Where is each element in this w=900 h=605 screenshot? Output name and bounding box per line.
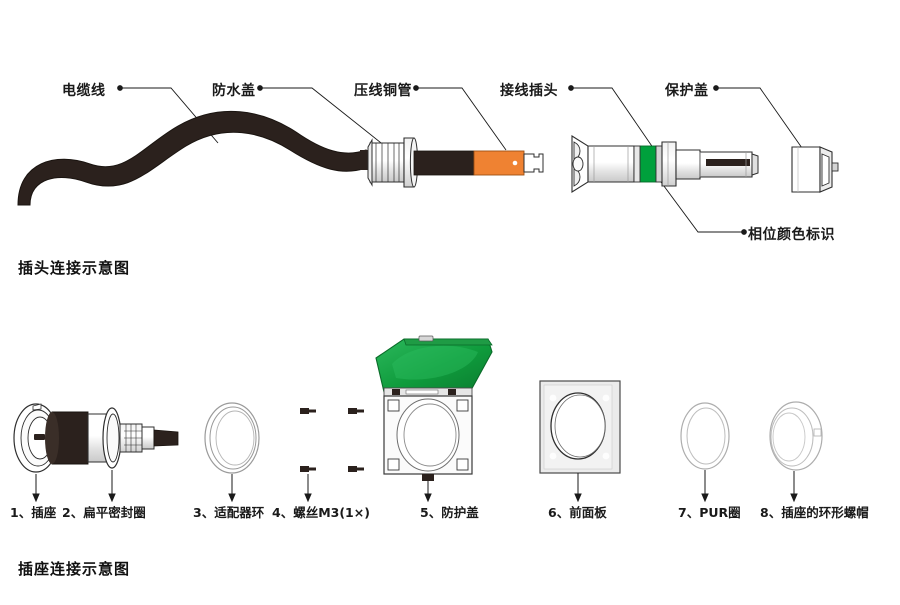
callout-label-waterproof: 防水盖 (212, 83, 256, 99)
cable-segment-mid (413, 150, 475, 176)
callout-label-copper-tube: 压线铜管 (354, 83, 412, 99)
part-label-3: 3、适配器环 (193, 505, 265, 520)
callout-leaders (117, 85, 803, 235)
front-panel (539, 380, 621, 474)
socket-section-heading: 插座连接示意图 (18, 560, 131, 578)
protective-cap (791, 146, 839, 193)
screw (348, 408, 364, 414)
wiring-plug-connector (571, 135, 759, 193)
callout-label-protect-cap: 保护盖 (665, 83, 709, 99)
part-label-5: 5、防护盖 (420, 505, 479, 520)
terminal-blade (523, 153, 544, 173)
part-label-7: 7、PUR圈 (678, 505, 741, 520)
plug-section-heading: 插头连接示意图 (18, 259, 131, 277)
screw (348, 466, 364, 472)
copper-crimp-tube (473, 150, 525, 176)
protective-cover (375, 335, 493, 481)
phase-color-band (639, 145, 657, 183)
pur-ring (680, 402, 730, 470)
part-label-6: 6、前面板 (548, 505, 607, 520)
callout-label-cable: 电缆线 (62, 83, 106, 99)
screw (300, 408, 316, 414)
part-label-8: 8、插座的环形螺帽 (760, 505, 869, 520)
adapter-ring (204, 402, 260, 474)
socket-ring-nut (769, 401, 823, 471)
part-label-2: 2、扁平密封圈 (62, 505, 146, 520)
part-label-1: 1、插座 (10, 505, 57, 520)
callout-label-phase-color: 相位颜色标识 (748, 227, 835, 243)
waterproof-gland (367, 137, 419, 188)
screw (300, 466, 316, 472)
m3-screws (300, 408, 364, 472)
cable-body (17, 110, 382, 206)
part-arrows (32, 470, 798, 503)
part-label-4: 4、螺丝M3(1×) (272, 505, 370, 520)
socket-assembly (13, 403, 179, 473)
callout-label-wiring-plug: 接线插头 (500, 83, 558, 99)
